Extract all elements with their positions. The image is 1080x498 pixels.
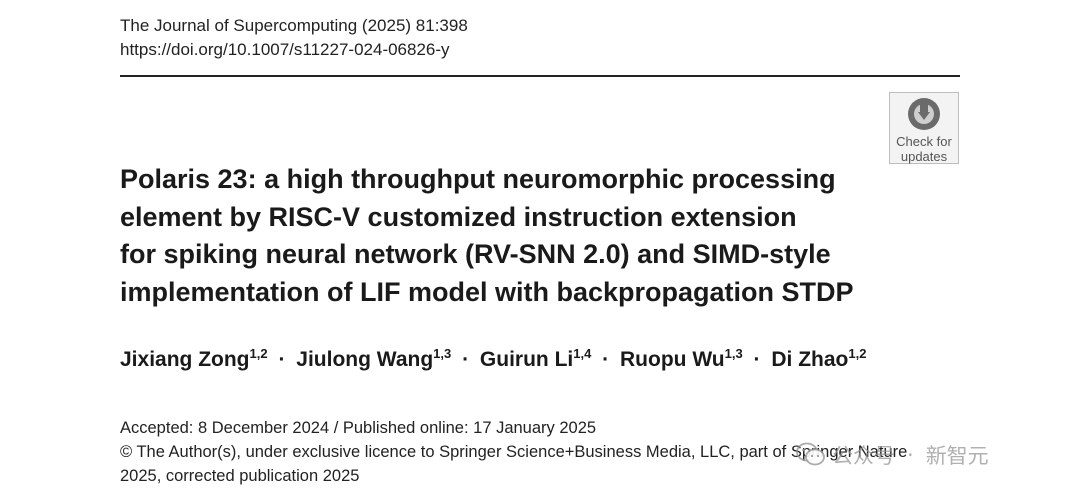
copyright-notice: © The Author(s), under exclusive licence… [120,443,908,461]
paper-title: Polaris 23: a high throughput neuromorph… [120,161,880,311]
watermark-account-label: 公众号 [832,444,895,468]
author-separator: · [602,348,610,371]
author-separator: · [278,348,286,371]
watermark: 公众号 · 新智元 [796,440,989,470]
doi-link[interactable]: https://doi.org/10.1007/s11227-024-06826… [120,40,450,59]
watermark-brand: 新智元 [925,444,989,468]
author-separator: · [753,348,761,371]
publication-dates: Accepted: 8 December 2024 / Published on… [120,419,597,437]
correction-notice: 2025, corrected publication 2025 [120,467,360,485]
author-affiliation: 1,4 [573,346,592,361]
author-name[interactable]: Guirun Li [479,348,574,371]
author-affiliation: 1,2 [848,346,867,361]
author-affiliation: 1,3 [433,346,452,361]
title-line: for spiking neural network (RV-SNN 2.0) … [120,239,831,269]
badge-text-line1: Check for [896,134,952,149]
journal-header: The Journal of Supercomputing (2025) 81:… [120,14,468,62]
title-line: element by RISC-V customized instruction… [120,201,797,232]
check-for-updates-badge[interactable]: Check for updates [889,92,959,164]
check-for-updates-icon [908,98,940,130]
author-list: Jixiang Zong1,2 · Jiulong Wang1,3 · Guir… [120,345,866,375]
badge-text-line2: updates [900,149,948,164]
author-name[interactable]: Di Zhao [771,348,849,371]
header-divider [120,75,960,77]
author-name[interactable]: Jixiang Zong [120,348,250,371]
title-line: Polaris 23: a high throughput neuromorph… [120,164,836,194]
title-line: implementation of LIF model with backpro… [120,276,854,307]
publication-info: Accepted: 8 December 2024 / Published on… [120,416,907,488]
author-affiliation: 1,3 [724,346,743,361]
author-affiliation: 1,2 [249,346,268,361]
author-name[interactable]: Jiulong Wang [296,348,434,371]
journal-citation: The Journal of Supercomputing (2025) 81:… [120,16,468,35]
author-name[interactable]: Ruopu Wu [620,348,725,371]
wechat-icon [796,442,825,466]
watermark-separator: · [907,443,914,467]
author-separator: · [462,348,470,371]
